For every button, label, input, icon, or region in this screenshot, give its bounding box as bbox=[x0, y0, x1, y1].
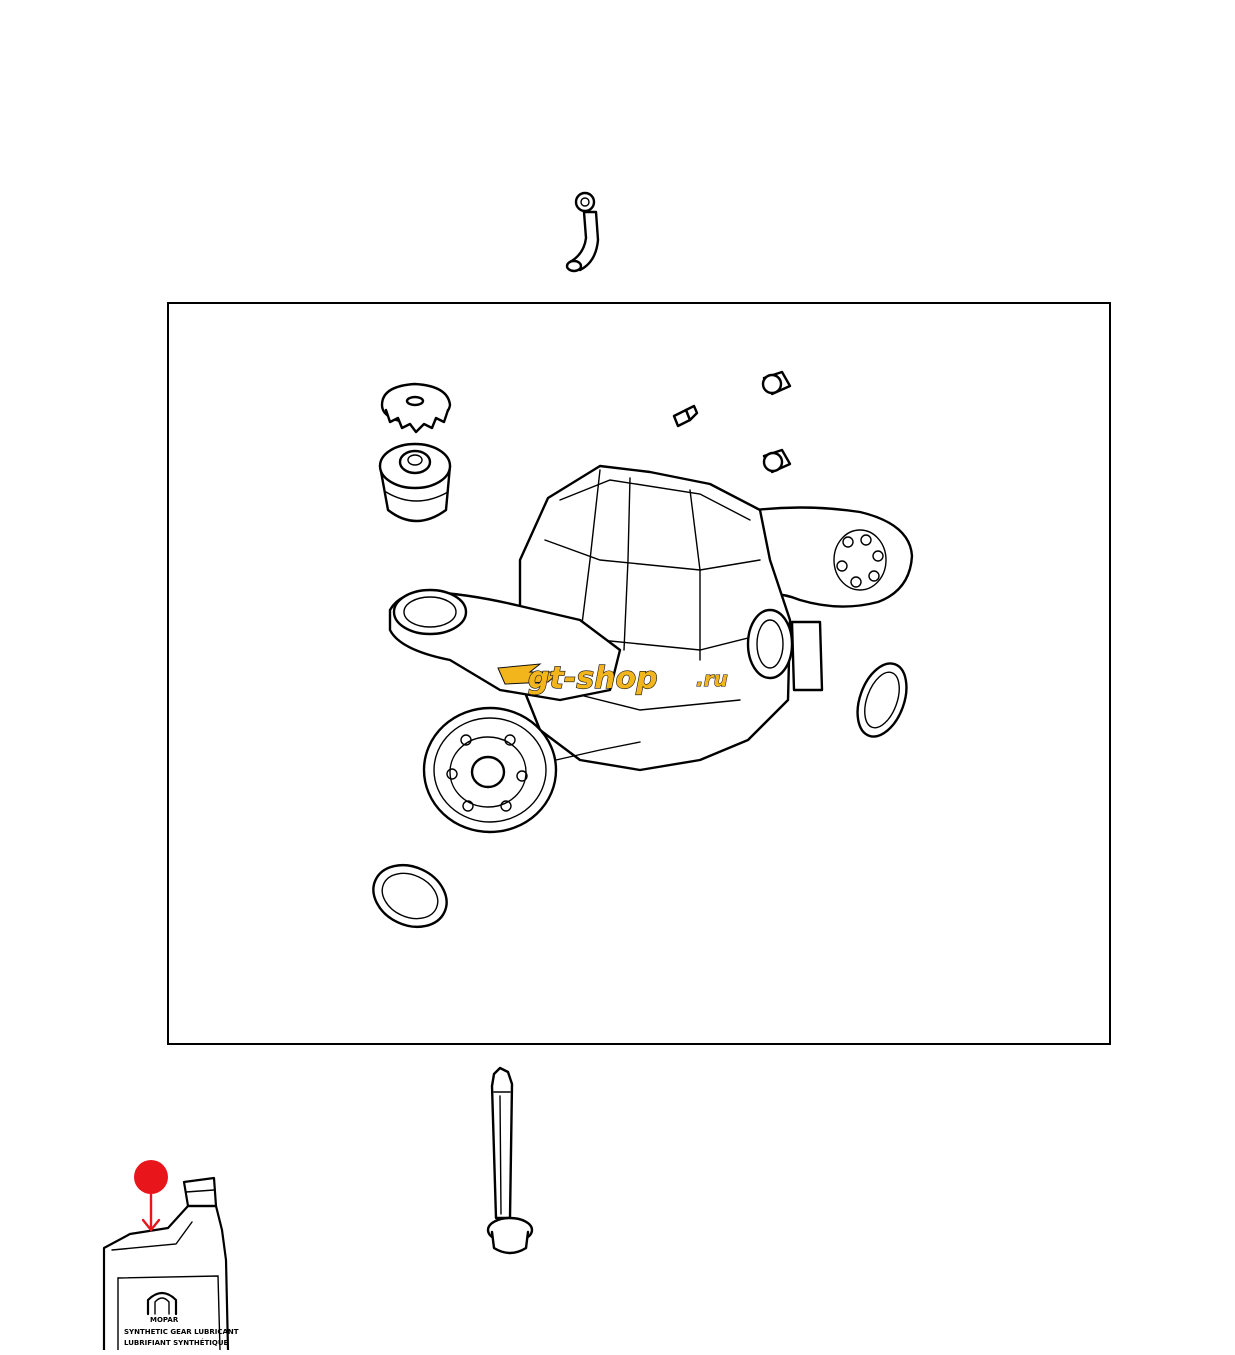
fill-marker bbox=[134, 1160, 168, 1194]
jug-label-line1: SYNTHETIC GEAR LUBRICANT bbox=[124, 1328, 239, 1336]
jug-label-line2: LUBRIFIANT SYNTHÉTIQUE bbox=[124, 1338, 228, 1347]
differential-housing bbox=[388, 464, 914, 834]
watermark-logo: gt-shop .ru bbox=[497, 660, 728, 697]
assembly-frame bbox=[167, 302, 1111, 1045]
drain-plug-top bbox=[761, 370, 792, 396]
pinion-seal bbox=[372, 863, 448, 929]
vent-tube bbox=[565, 191, 600, 273]
mount-bushing bbox=[378, 442, 452, 523]
fill-plug bbox=[762, 448, 792, 474]
watermark-text: gt-shop bbox=[528, 661, 658, 696]
mounting-bolt bbox=[486, 1066, 534, 1255]
gear-oil-jug: MOPAR SYNTHETIC GEAR LUBRICANT LUBRIFIAN… bbox=[102, 1160, 239, 1352]
watermark-suffix: .ru bbox=[696, 667, 728, 691]
axle-seal-right bbox=[856, 662, 908, 738]
bushing-cap bbox=[380, 382, 452, 434]
jug-brand: MOPAR bbox=[150, 1316, 179, 1324]
vent-fitting bbox=[672, 404, 699, 428]
